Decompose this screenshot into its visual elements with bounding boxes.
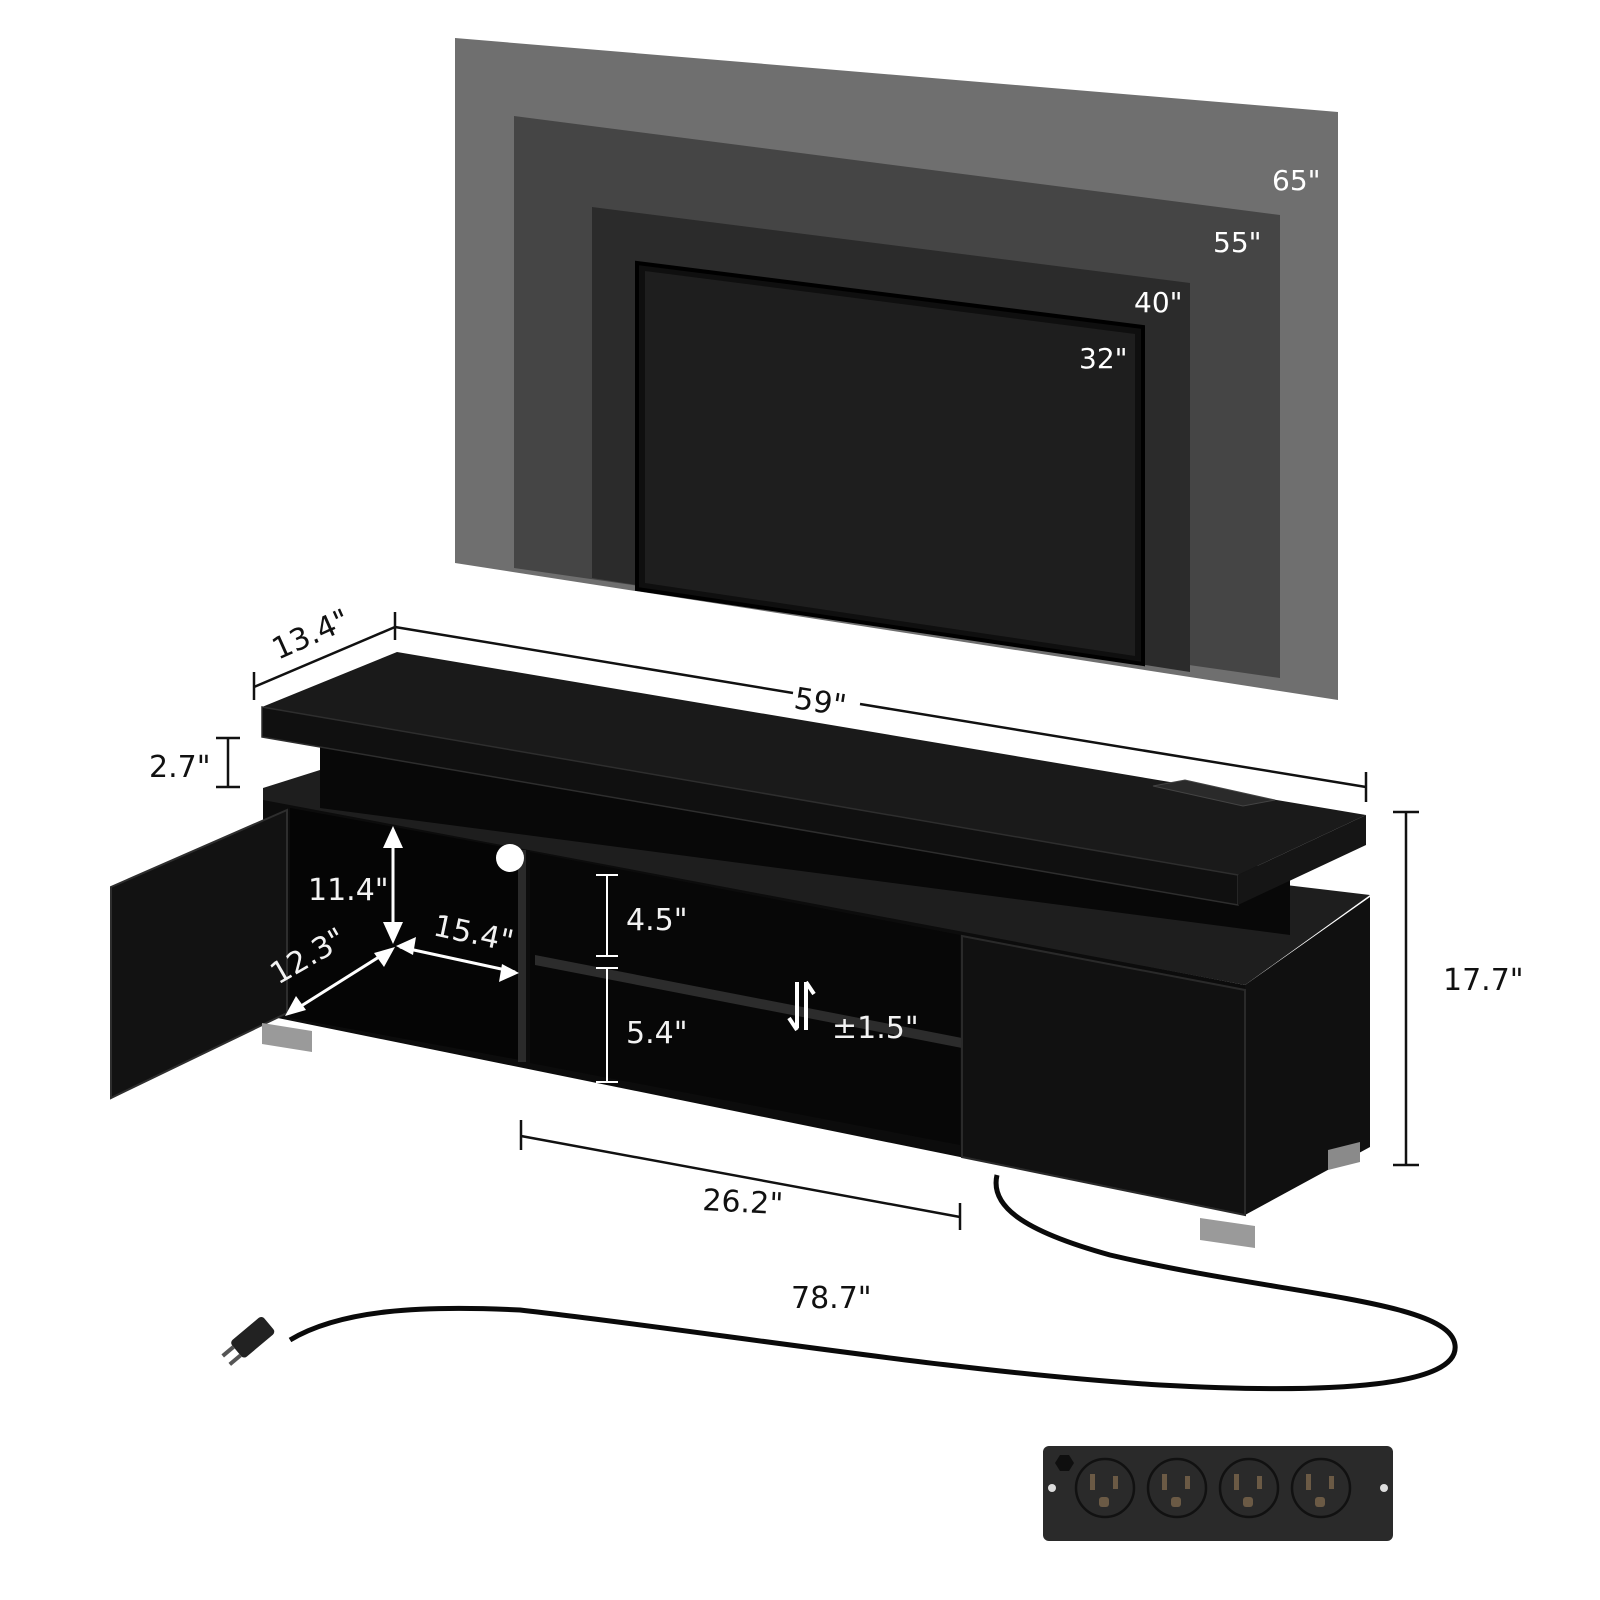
tv-size-55-label: 55"	[1213, 226, 1262, 259]
table-top-surface	[262, 652, 1366, 875]
power-plug-icon	[221, 1316, 275, 1366]
power-strip	[1043, 1446, 1393, 1541]
left-door-open	[110, 808, 288, 1100]
adjustable-shelf	[535, 955, 962, 1048]
adjust-arrows-icon	[787, 980, 816, 1032]
tv-size-65-label: 65"	[1272, 164, 1321, 197]
interior-dimension-arrows	[285, 826, 816, 1083]
cabinet-height-label: 11.4"	[308, 873, 389, 908]
top-gap-label: 2.7"	[149, 750, 211, 785]
table-top-side-edge	[1238, 815, 1366, 905]
tv-size-40-label: 40"	[1134, 286, 1183, 319]
brand-logo-icon	[1055, 1455, 1074, 1471]
tv-size-32-label: 32"	[1079, 342, 1128, 375]
open-width-label: 26.2"	[702, 1183, 784, 1222]
right-door	[961, 934, 1246, 1217]
leg-back-right	[1328, 1142, 1360, 1170]
lower-shelf-label: 5.4"	[626, 1016, 688, 1051]
left-compartment	[290, 808, 520, 1060]
top-power-outlet	[1152, 779, 1276, 807]
mount-screw-left	[1048, 1484, 1056, 1492]
tv-32-screen	[645, 271, 1135, 656]
outlet	[1146, 1457, 1208, 1519]
tv-size-comparison	[455, 38, 1338, 700]
tv-stand	[110, 652, 1370, 1248]
outlet	[1218, 1457, 1280, 1519]
top-riser	[320, 745, 1290, 935]
height-label: 17.7"	[1443, 963, 1524, 998]
cord-length-label: 78.7"	[791, 1281, 872, 1316]
right-side-panel	[1245, 897, 1370, 1215]
leg-front-right	[1200, 1218, 1255, 1248]
width-label: 59"	[792, 681, 849, 724]
outlet	[1290, 1457, 1352, 1519]
dimension-lines	[216, 612, 1419, 1230]
power-cord	[288, 1174, 1458, 1392]
upper-shelf-label: 4.5"	[626, 903, 688, 938]
cable-hole	[496, 844, 524, 872]
shelf-adjust-label: ±1.5"	[832, 1011, 919, 1046]
leg-front-left	[262, 1023, 312, 1052]
mount-screw-right	[1380, 1484, 1388, 1492]
outlet	[1074, 1457, 1136, 1519]
depth-label: 13.4"	[267, 603, 355, 668]
